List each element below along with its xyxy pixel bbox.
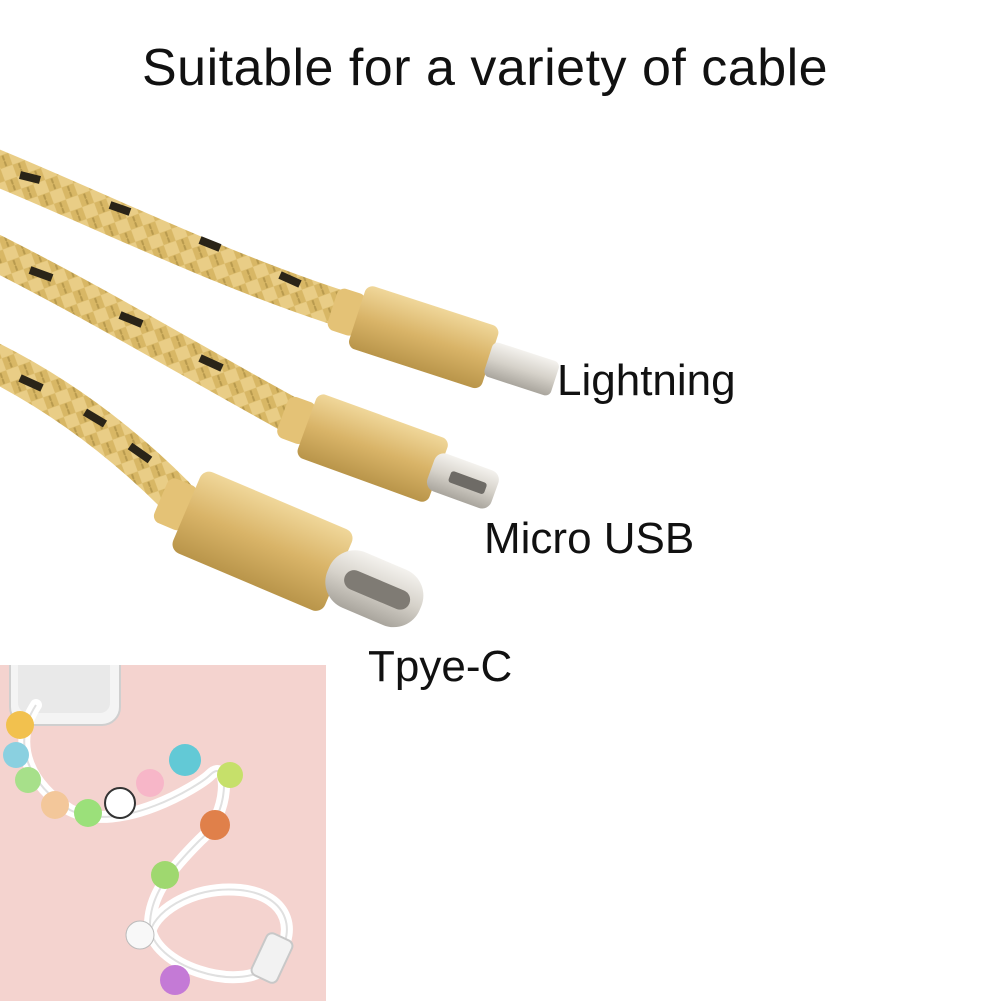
type-c-label: Tpye-C bbox=[368, 642, 513, 691]
headline: Suitable for a variety of cable bbox=[142, 39, 829, 97]
micro-usb-label: Micro USB bbox=[484, 514, 695, 563]
micro-usb-cable bbox=[0, 234, 499, 509]
type-c-cable bbox=[0, 343, 424, 628]
cable-protector-photo bbox=[0, 665, 326, 1001]
lightning-label: Lightning bbox=[557, 356, 736, 405]
lightning-cable bbox=[0, 149, 559, 396]
